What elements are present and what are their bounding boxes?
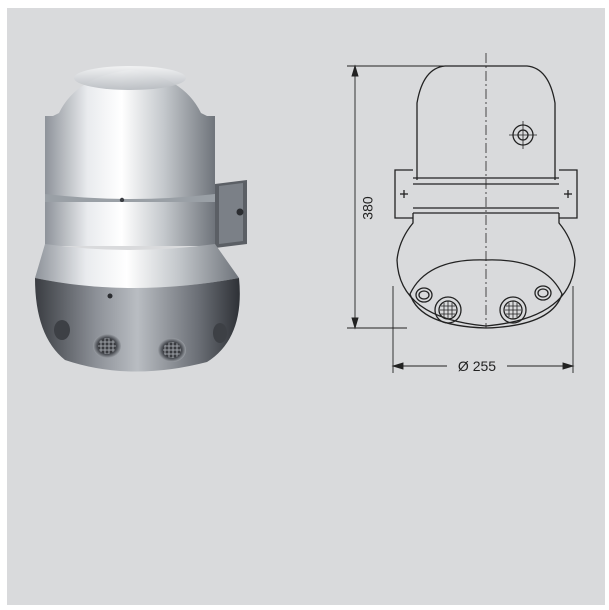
figure-panel: 380 Ø 255 (7, 8, 605, 605)
drawing-side-nozzle (534, 285, 552, 301)
upper-cylinder (45, 116, 215, 201)
lower-cylinder (45, 202, 215, 246)
drawing-side-nozzle (415, 287, 433, 303)
shoulder (35, 244, 239, 288)
drawing-base-oval (409, 259, 563, 329)
bowl-screw-icon (107, 293, 113, 299)
drawing-grille-nozzle (434, 296, 462, 324)
bolt-icon (509, 121, 537, 149)
height-dimension-label: 380 (360, 196, 376, 220)
diameter-dimension-label: Ø 255 (458, 358, 496, 374)
technical-drawing (347, 53, 578, 373)
height-dimension (347, 64, 447, 330)
air-nozzle (93, 334, 121, 358)
air-nozzle (158, 338, 186, 362)
bottom-bowl (35, 278, 240, 372)
figure-canvas: 380 Ø 255 (35, 53, 578, 374)
rivet-icon (119, 197, 125, 203)
diameter-dimension (391, 286, 575, 373)
bracket-screw-icon (236, 208, 244, 216)
drawing-bowl (396, 259, 576, 327)
product-photo (35, 66, 247, 372)
side-bracket-left (394, 169, 413, 219)
side-bracket-right (559, 169, 578, 219)
side-nozzle (54, 320, 227, 343)
wall-bracket (215, 180, 247, 248)
drawing-grille-nozzle (499, 296, 527, 324)
